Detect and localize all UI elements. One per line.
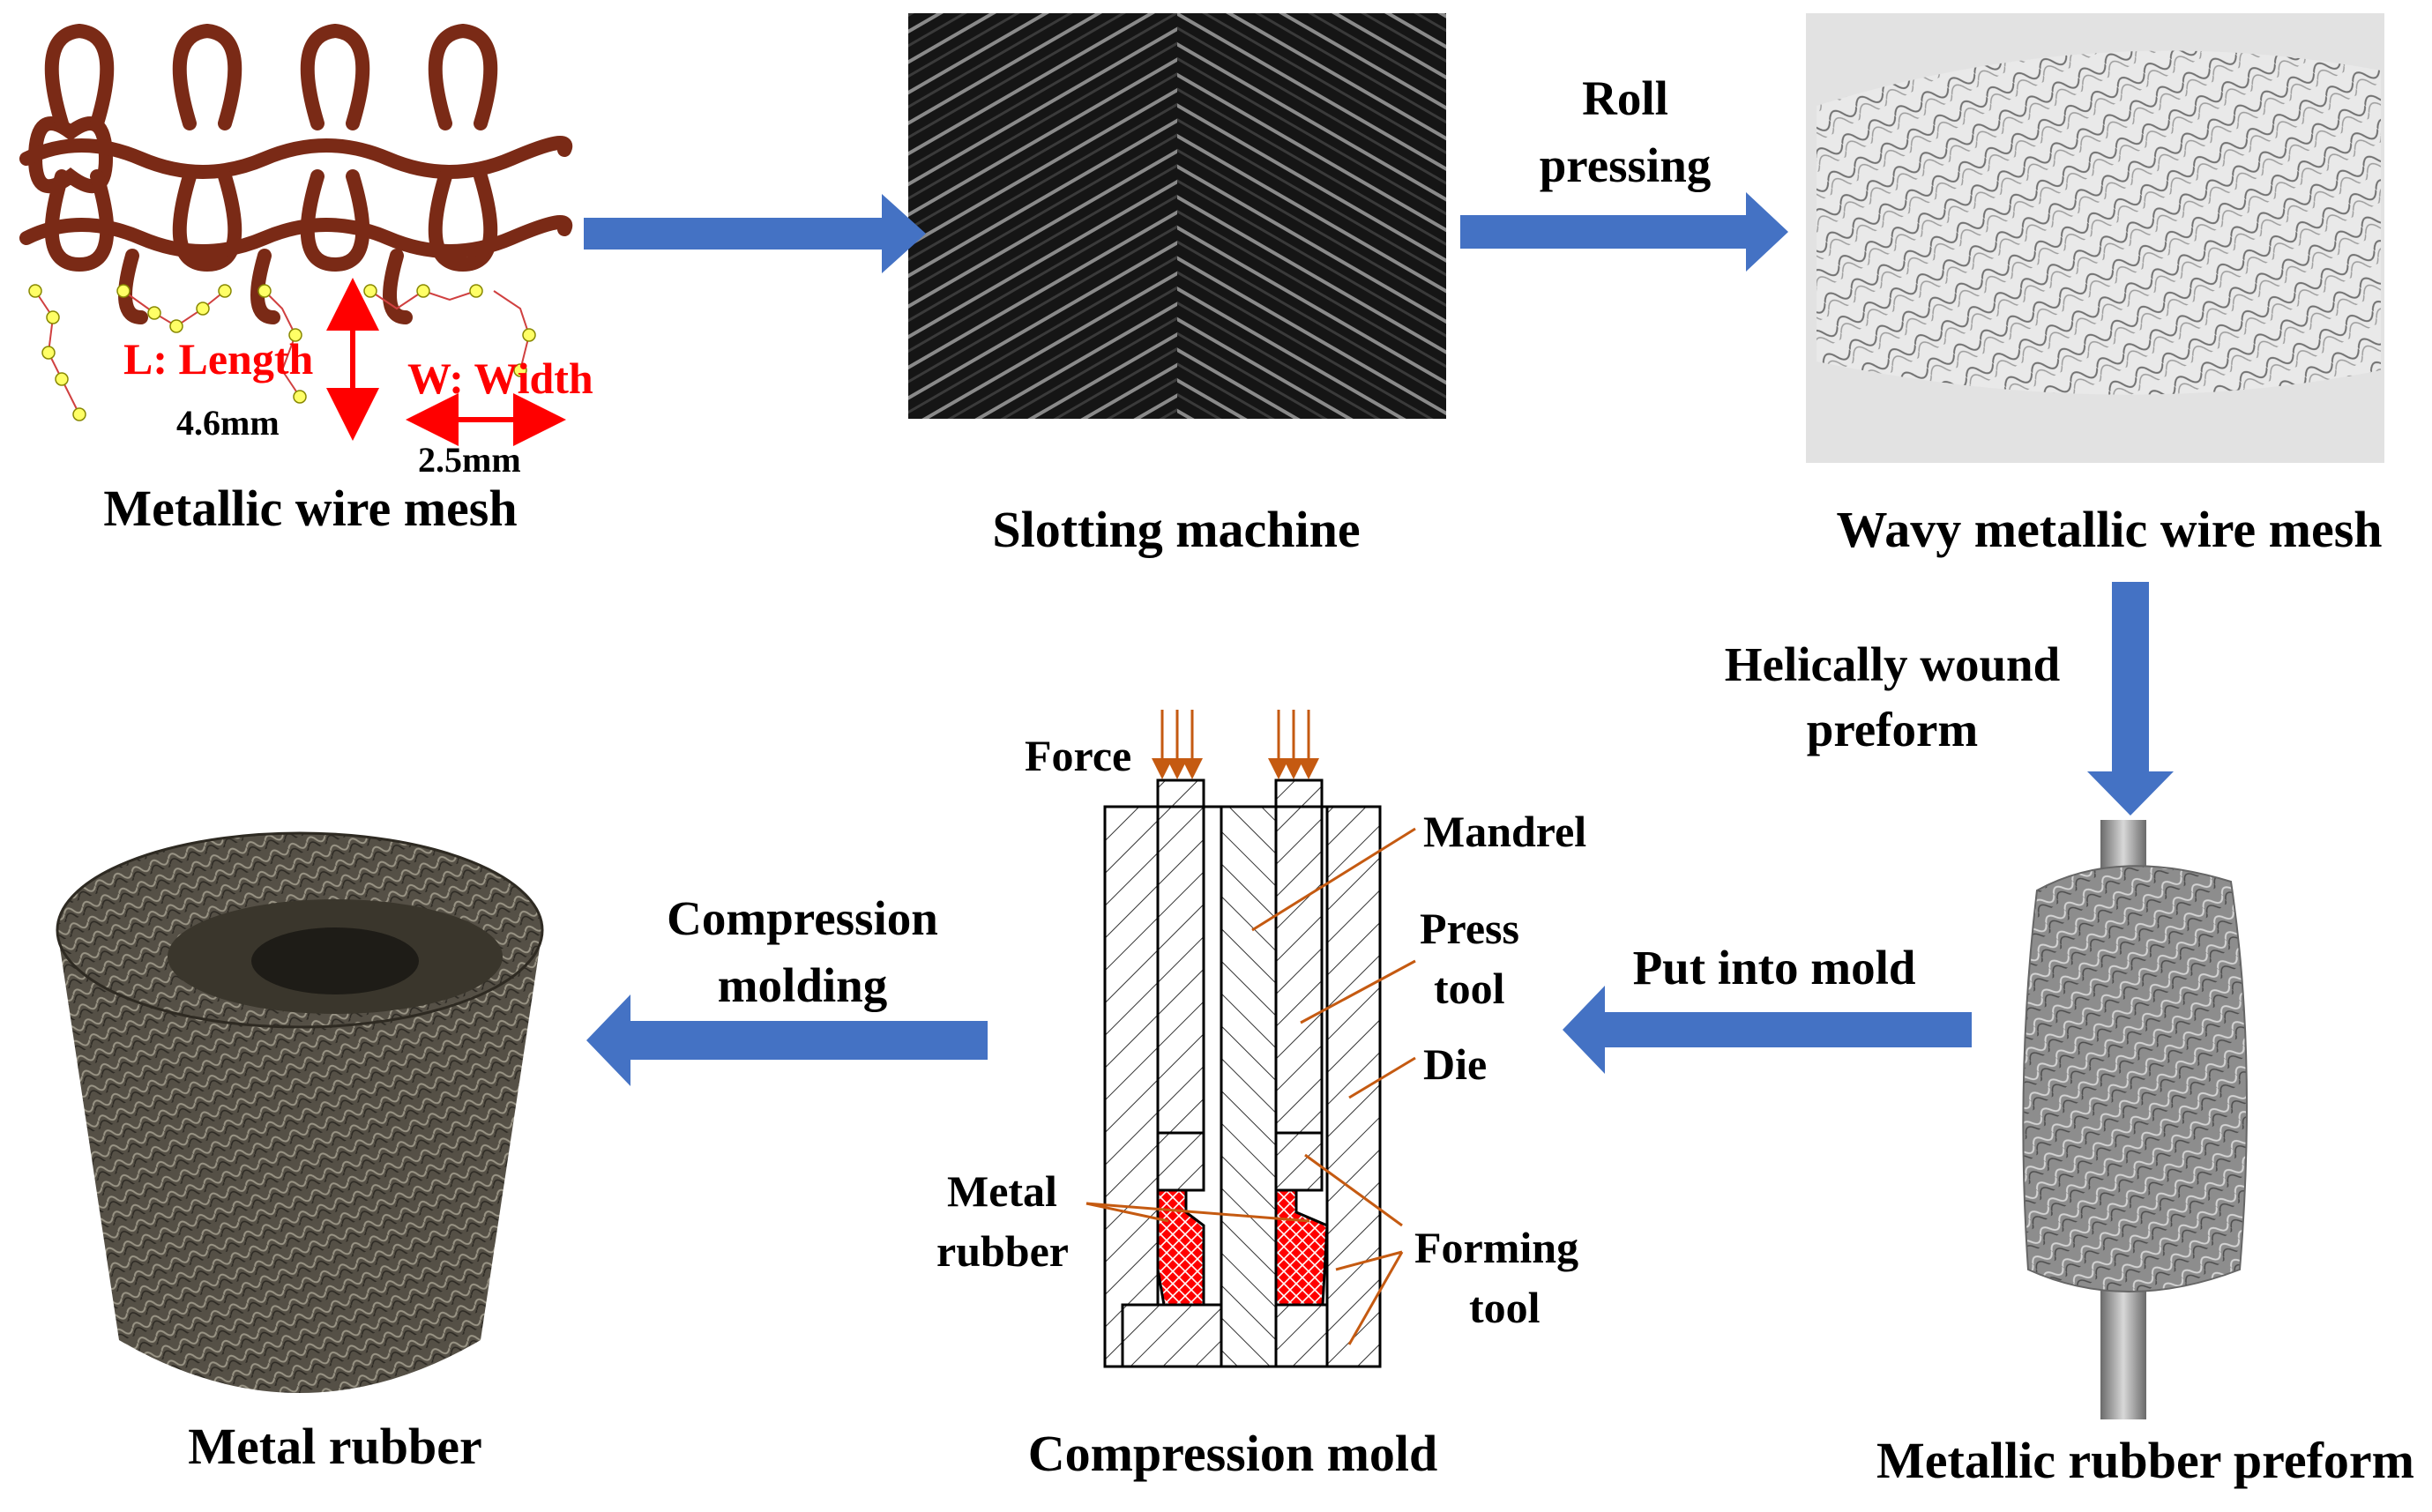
arrow-mesh-to-slotting	[584, 194, 926, 273]
caption-compression-mold: Compression mold	[1027, 1425, 1438, 1482]
arrow-wavy-to-preform	[2087, 582, 2174, 816]
label-width: W: Width	[407, 354, 593, 403]
label-press: Press	[1420, 904, 1519, 953]
arrow-slotting-to-wavy	[1460, 192, 1788, 272]
label-length: L: Length	[123, 334, 314, 384]
label-roll: Roll	[1582, 71, 1668, 125]
label-die: Die	[1423, 1039, 1488, 1089]
label-forming: Forming	[1414, 1223, 1579, 1272]
label-length-value: 4.6mm	[176, 403, 280, 443]
label-rubber: rubber	[936, 1226, 1069, 1276]
metal-rubber-photo	[56, 831, 544, 1393]
caption-wire-mesh: Metallic wire mesh	[103, 480, 518, 537]
wavy-mesh-photo	[1806, 13, 2384, 463]
caption-preform: Metallic rubber preform	[1876, 1432, 2414, 1489]
label-force: Force	[1025, 731, 1132, 780]
label-metal: Metal	[947, 1166, 1057, 1216]
slotting-machine-photo	[908, 13, 1446, 419]
label-helically-wound: Helically wound	[1724, 637, 2061, 691]
label-put-into-mold: Put into mold	[1632, 941, 1916, 994]
wire-mesh-illustration	[19, 23, 573, 324]
compression-mold-drawing	[1103, 778, 1382, 1368]
label-preform: preform	[1806, 703, 1979, 756]
force-arrows	[1152, 710, 1319, 779]
label-forming-tool: tool	[1469, 1283, 1541, 1332]
caption-wavy-mesh: Wavy metallic wire mesh	[1836, 501, 2383, 558]
arrow-preform-to-mold	[1563, 986, 1972, 1074]
label-pressing: pressing	[1539, 138, 1712, 192]
caption-metal-rubber: Metal rubber	[188, 1418, 482, 1475]
label-mandrel: Mandrel	[1423, 807, 1587, 856]
preform-photo	[2022, 820, 2248, 1419]
label-width-value: 2.5mm	[418, 440, 521, 480]
label-compression: Compression	[667, 891, 938, 945]
leader-lines	[1085, 827, 1416, 1345]
label-molding: molding	[717, 958, 888, 1012]
caption-slotting-machine: Slotting machine	[992, 501, 1361, 558]
arrow-mold-to-rubber	[586, 994, 988, 1086]
label-tool: tool	[1434, 964, 1505, 1013]
